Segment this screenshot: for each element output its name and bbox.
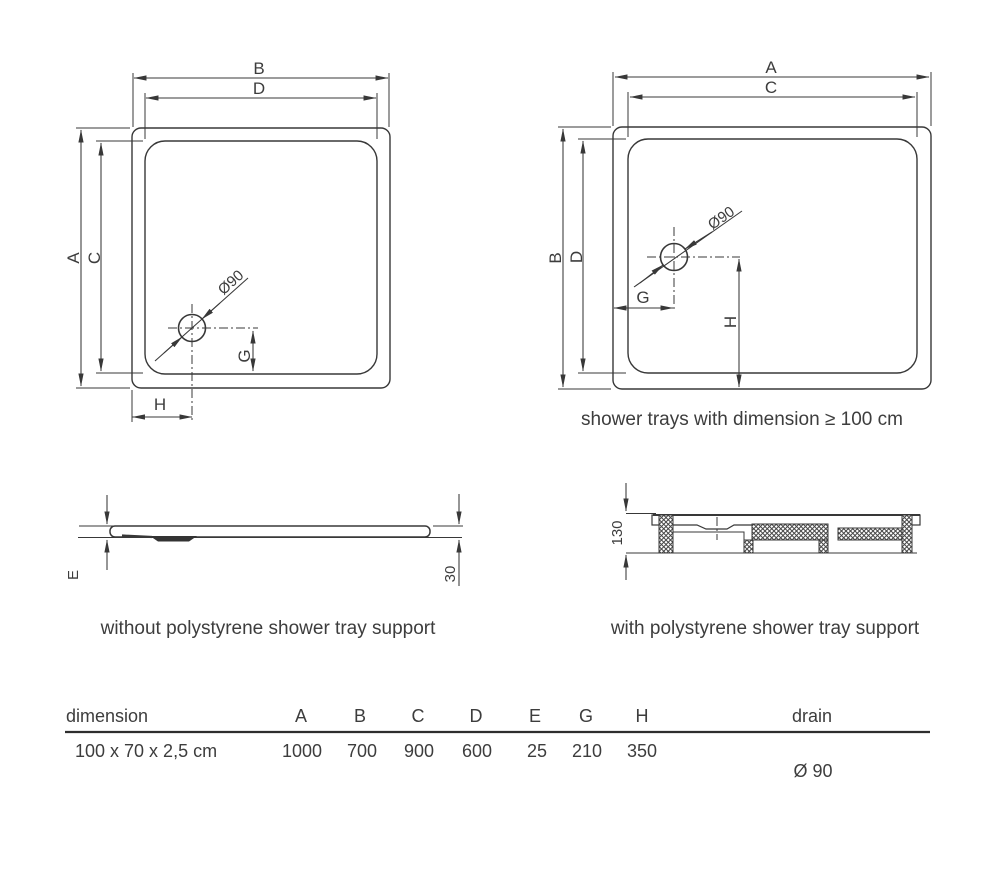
table-header-h: H	[636, 706, 649, 726]
polystyrene-leg-right	[818, 539, 829, 554]
table-header-c: C	[412, 706, 425, 726]
dimension-left-outer: A	[64, 127, 130, 389]
cell-b: 700	[347, 741, 377, 761]
side-view-with-support: 130 with polystyrene shower tray support	[609, 483, 921, 639]
dimension-h: H	[721, 258, 742, 388]
dimension-left-inner: C	[85, 140, 143, 374]
cell-c: 900	[404, 741, 434, 761]
tray-profile	[109, 525, 431, 538]
dimension-g: G	[235, 330, 256, 372]
tray-outline	[612, 126, 932, 390]
table-header-g: G	[579, 706, 593, 726]
side-without-caption: without polystyrene shower tray support	[100, 618, 436, 639]
plan-view-small: B D A C Ø90	[64, 59, 391, 422]
dim-label-130: 130	[609, 520, 626, 545]
plan-large-caption: shower trays with dimension ≥ 100 cm	[581, 409, 903, 430]
polystyrene-slab-middle	[751, 523, 829, 541]
polystyrene-slab-right	[837, 527, 903, 541]
tray-inner-rim	[144, 140, 378, 375]
dim-label-c: C	[85, 252, 104, 264]
tray-outline	[131, 127, 391, 389]
tray-floor-line	[673, 524, 752, 530]
cell-dimension: 100 x 70 x 2,5 cm	[75, 741, 217, 761]
cell-d: 600	[462, 741, 492, 761]
dim-label-30: 30	[442, 566, 459, 583]
cell-e: 25	[527, 741, 547, 761]
side-view-without-support: E 30 without polystyrene shower tray sup…	[65, 494, 463, 639]
dim-label-d: D	[567, 251, 586, 263]
table-header-a: A	[295, 706, 307, 726]
dimension-left-inner: D	[567, 138, 626, 374]
drain-label: Ø90	[705, 203, 738, 233]
tray-floor-slope	[121, 534, 153, 539]
polystyrene-block-right	[901, 514, 913, 554]
cell-a: 1000	[282, 741, 322, 761]
table-header-d: D	[470, 706, 483, 726]
dim-label-d: D	[253, 79, 265, 98]
dimension-table: dimension A B C D E G H drain 100 x 70 x…	[65, 706, 930, 781]
table-header-dimension: dimension	[66, 706, 148, 726]
table-row: 100 x 70 x 2,5 cm 1000 700 900 600 25 21…	[75, 741, 833, 781]
dimension-30: 30	[433, 494, 463, 586]
dimension-top-outer: B	[132, 59, 390, 127]
dimension-130: 130	[609, 483, 629, 580]
table-header-e: E	[529, 706, 541, 726]
dimension-top-outer: A	[612, 58, 932, 126]
dimension-top-inner: D	[144, 79, 378, 139]
drain-label: Ø90	[215, 267, 247, 299]
cell-h: 350	[627, 741, 657, 761]
dim-label-b: B	[253, 59, 264, 78]
dim-label-g: G	[235, 349, 254, 362]
dimension-g: G	[613, 288, 674, 311]
dimension-h: H	[131, 390, 193, 422]
dim-label-a: A	[64, 252, 83, 264]
table-header-drain: drain	[792, 706, 832, 726]
dim-label-a: A	[765, 58, 777, 77]
dim-label-e: E	[65, 570, 82, 580]
cell-g: 210	[572, 741, 602, 761]
plan-view-large: A C B D Ø90	[546, 58, 932, 430]
polystyrene-leg-left	[743, 539, 754, 554]
dim-label-h: H	[154, 395, 166, 414]
dim-label-b: B	[546, 252, 565, 263]
tray-base-line	[673, 531, 745, 553]
cell-drain: Ø 90	[793, 761, 832, 781]
dim-label-g: G	[636, 288, 649, 307]
dimension-left-outer: B	[546, 126, 611, 390]
drain-diameter-leader: Ø90	[633, 203, 743, 288]
dimension-top-inner: C	[627, 78, 918, 137]
dimension-e: E	[65, 495, 113, 580]
dim-label-c: C	[765, 78, 777, 97]
drain-diameter-leader: Ø90	[154, 267, 249, 362]
dim-label-h: H	[721, 316, 740, 328]
polystyrene-block-left	[658, 514, 674, 554]
drain-bump	[150, 536, 197, 542]
tray-inner-rim	[627, 138, 918, 374]
side-with-caption: with polystyrene shower tray support	[610, 618, 920, 639]
table-header-b: B	[354, 706, 366, 726]
